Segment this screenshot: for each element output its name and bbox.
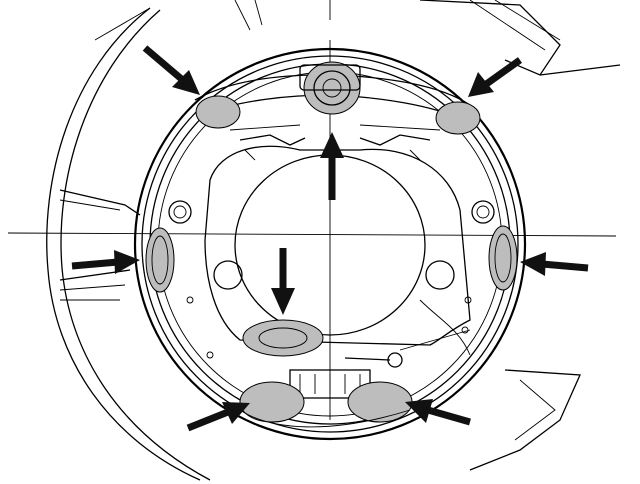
upper-shoe-assembly <box>194 61 481 161</box>
arrow-right <box>520 252 589 276</box>
shoe-contact-pads <box>145 225 518 293</box>
lower-shoe-assembly <box>239 319 413 428</box>
arrow-center-up <box>320 132 344 200</box>
arrow-bottom-left <box>186 402 250 432</box>
dust-shield <box>46 0 621 481</box>
arrow-bottom-right <box>405 399 471 426</box>
indicator-arrows <box>71 45 589 432</box>
arrow-left <box>71 250 140 274</box>
arrow-center-down <box>271 248 295 315</box>
arrow-top-right <box>468 57 523 97</box>
arrow-top-left <box>142 45 200 95</box>
